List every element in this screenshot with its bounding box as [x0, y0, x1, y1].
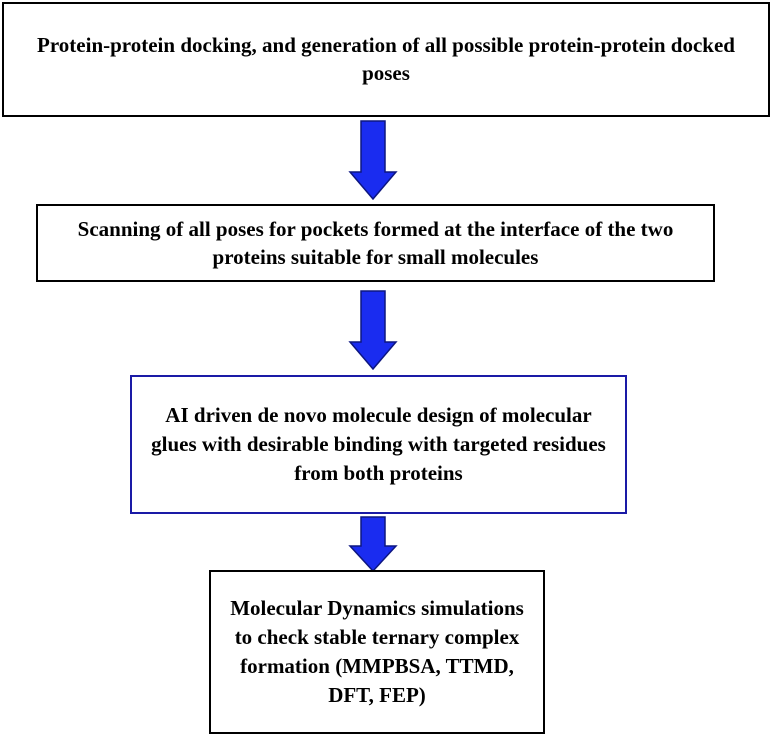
step-4-text: Molecular Dynamics simulations to check …	[230, 596, 524, 707]
step-4-box: Molecular Dynamics simulations to check …	[209, 570, 545, 734]
step-2-box: Scanning of all poses for pockets formed…	[36, 204, 715, 282]
step-3-text: AI driven de novo molecule design of mol…	[151, 403, 606, 485]
step-3-box: AI driven de novo molecule design of mol…	[130, 375, 627, 514]
step-2-text: Scanning of all poses for pockets formed…	[77, 217, 674, 269]
step-1-text: Protein-protein docking, and generation …	[37, 32, 735, 85]
down-arrow-icon	[348, 290, 398, 370]
step-1-box: Protein-protein docking, and generation …	[2, 2, 770, 117]
down-arrow-icon	[348, 120, 398, 200]
down-arrow-icon	[348, 516, 398, 572]
